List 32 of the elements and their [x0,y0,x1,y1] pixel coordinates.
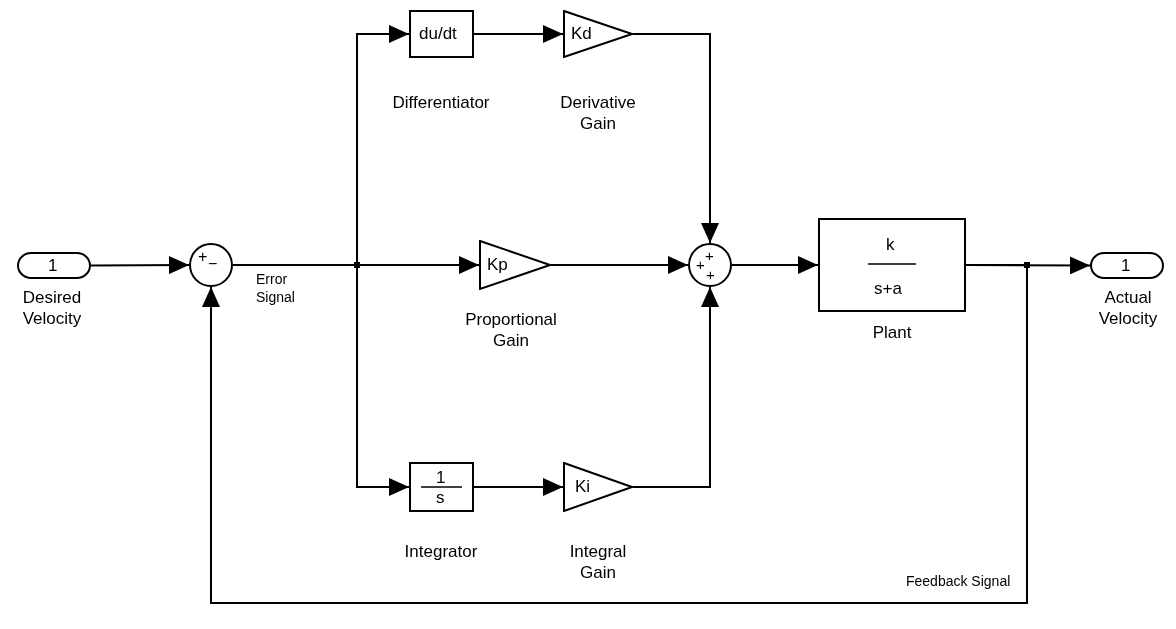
block-caption: Desired Velocity [21,287,83,330]
gain-label: Kp [487,256,508,273]
signal-arrow [202,264,1028,604]
signal-arrow [731,256,819,274]
block-caption: Integrator [403,541,479,563]
sign-symbol: + [198,249,208,265]
sign-symbol: + [705,248,714,263]
block-label: du/dt [419,25,457,42]
gain-label: Kd [571,25,592,42]
fraction-term: s [436,489,445,506]
gain-label: Ki [575,478,591,495]
block-caption: Integral Gain [568,541,628,584]
block-caption: Differentiator [391,92,491,114]
signal-arrow [632,286,719,488]
sign-symbol: + [706,267,715,282]
block-caption: Plant [871,322,913,344]
block-caption: Proportional Gain [464,309,558,352]
sign-symbol: + [696,257,705,272]
edge-label: Feedback Signal [906,572,1011,591]
block-caption: Derivative Gain [559,92,637,135]
signal-arrow [632,33,719,244]
signal-arrow [90,256,190,275]
signal-arrow [473,25,564,43]
sign-symbol: − [208,256,218,272]
fraction-term: 1 [436,469,446,486]
signal-arrow [550,256,689,274]
block-caption: Actual Velocity [1097,287,1159,330]
port-number: 1 [1121,257,1131,274]
port-number: 1 [48,257,58,274]
signal-arrow [473,478,564,496]
fraction-term: s+a [874,280,902,297]
fraction-term: k [886,236,895,253]
